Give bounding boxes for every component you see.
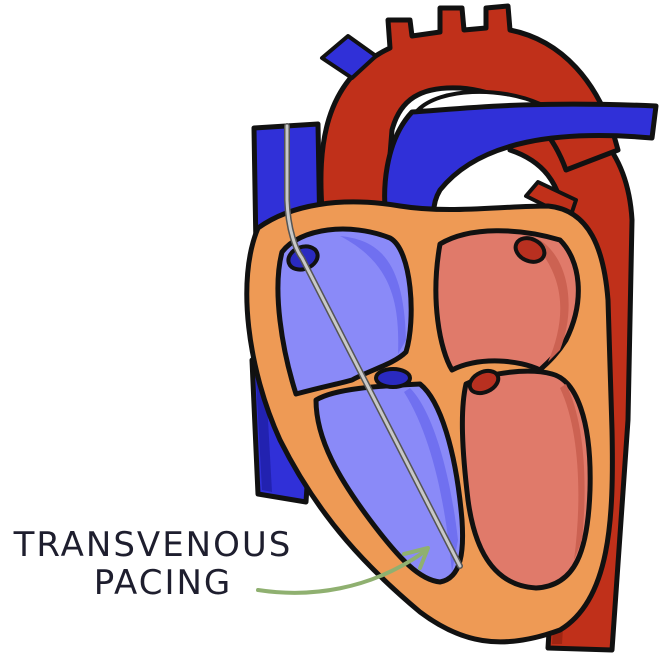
left-ventricle-shade <box>560 384 585 560</box>
pacing-lead-core <box>285 124 462 568</box>
right-atrium-shade <box>340 236 406 354</box>
pulmonary-artery <box>382 101 659 243</box>
label-transvenous: TRANSVENOUS <box>13 525 293 565</box>
annotation-arrow <box>256 550 426 595</box>
pulmonary-vein-valve <box>513 236 547 264</box>
left-atrium-shade <box>536 240 569 362</box>
left-ventricle <box>459 368 593 591</box>
brachiocephalic-vein <box>320 34 378 80</box>
label-pacing: PACING <box>93 563 233 603</box>
ivc-shade <box>256 380 272 492</box>
arrow-head-icon <box>402 546 430 570</box>
tricuspid-valve <box>374 367 412 389</box>
mitral-valve <box>467 368 501 396</box>
left-atrium <box>433 228 581 373</box>
